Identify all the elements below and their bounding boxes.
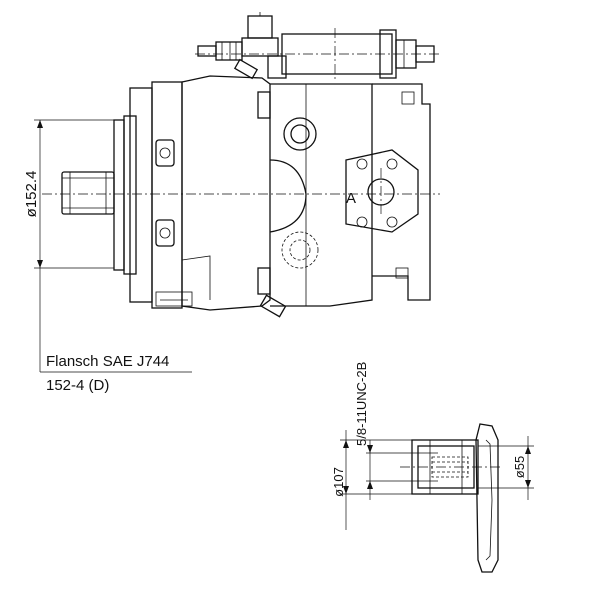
pump-housing: [155, 75, 287, 318]
flange-spec-line2: 152-4 (D): [46, 377, 109, 394]
top-valve-assembly: [195, 12, 440, 80]
thread-label: 5/8-11UNC-2B: [354, 362, 369, 446]
shaft-dimension: ø55: [478, 436, 534, 500]
flange-diameter-label: ø152.4: [23, 171, 40, 218]
outer-dimension: ø107: [331, 430, 412, 530]
valve-plate: [269, 83, 431, 307]
shaft-end-detail: [400, 423, 500, 573]
outer-diameter-label: ø107: [331, 467, 346, 497]
flange-dimension: ø152.4 Flansch SAE J744 152-4 (D): [23, 119, 192, 394]
shaft-diameter-label: ø55: [512, 456, 527, 478]
drive-shaft: [61, 171, 115, 215]
pump-main-view: A: [42, 12, 440, 318]
thread-dimension: 5/8-11UNC-2B: [354, 362, 414, 500]
flange-spec-line1: Flansch SAE J744: [46, 353, 169, 370]
mounting-flange: [113, 81, 183, 309]
port-label: A: [346, 190, 356, 207]
